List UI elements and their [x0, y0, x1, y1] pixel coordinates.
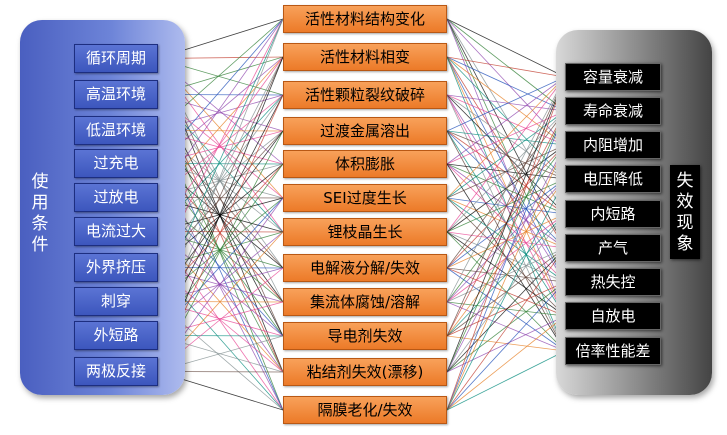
phenomenon-self-discharge: 自放电: [565, 302, 661, 330]
mechanism-phenomenon-link: [446, 247, 566, 373]
mechanism-phenomenon-link: [446, 144, 566, 233]
mechanism-phenomenon-link: [446, 18, 566, 249]
mechanism-phenomenon-link: [446, 76, 566, 132]
mechanism-phenomenon-link: [446, 247, 566, 337]
mechanism-metal-dissolution: 过渡金属溶出: [283, 117, 447, 145]
mechanism-phenomenon-link: [446, 56, 566, 317]
mechanism-phenomenon-link: [446, 231, 566, 317]
condition-overcharge: 过充电: [74, 149, 158, 178]
mechanism-phenomenon-link: [446, 315, 566, 373]
mechanism-phenomenon-link: [446, 76, 566, 199]
mechanism-phenomenon-link: [446, 56, 566, 112]
condition-crush: 外界挤压: [74, 253, 158, 282]
condition-overcurrent: 电流过大: [74, 217, 158, 246]
mechanism-phenomenon-link: [446, 130, 566, 215]
mechanism-phenomenon-link: [446, 213, 566, 373]
mechanism-phenomenon-link: [446, 18, 566, 112]
condition-high-temp: 高温环境: [74, 80, 158, 109]
phenomenon-thermal-runaway: 热失控: [565, 268, 661, 296]
mechanism-phenomenon-link: [446, 315, 566, 411]
phenomenon-internal-short: 内短路: [565, 200, 661, 228]
mechanism-phenomenon-link: [446, 110, 566, 411]
mechanism-dendrite-growth: 锂枝晶生长: [283, 218, 447, 246]
mechanism-phenomenon-link: [446, 213, 566, 337]
mechanism-phenomenon-link: [446, 76, 566, 165]
mechanism-phenomenon-link: [446, 18, 566, 78]
mechanism-structure-change: 活性材料结构变化: [283, 5, 447, 33]
mechanism-conductive-failure: 导电剂失效: [283, 322, 447, 350]
mechanism-phenomenon-link: [446, 110, 566, 373]
mechanism-phenomenon-link: [446, 18, 566, 146]
mechanism-phenomenon-link: [446, 281, 566, 337]
mechanism-phenomenon-link: [446, 178, 566, 233]
mechanism-phenomenon-link: [446, 76, 566, 411]
mechanism-phenomenon-link: [446, 76, 566, 337]
mechanism-sei-growth: SEI过度生长: [283, 184, 447, 212]
mechanism-phenomenon-link: [446, 281, 566, 411]
condition-overdischarge: 过放电: [74, 183, 158, 212]
mechanism-phenomenon-link: [446, 94, 566, 112]
condition-puncture: 刺穿: [74, 287, 158, 316]
mechanism-phenomenon-link: [446, 56, 566, 249]
mechanism-collector-corrosion: 集流体腐蚀/溶解: [283, 288, 447, 316]
mechanism-phenomenon-link: [446, 178, 566, 411]
mechanism-electrolyte-decomp: 电解液分解/失效: [283, 254, 447, 282]
mechanism-phenomenon-link: [446, 18, 566, 317]
mechanism-binder-failure: 粘结剂失效(漂移): [283, 358, 447, 386]
mechanism-phenomenon-link: [446, 178, 566, 303]
mechanism-phenomenon-link: [446, 18, 566, 283]
mechanism-phenomenon-link: [446, 110, 566, 233]
mechanism-phenomenon-link: [446, 335, 566, 352]
mechanism-phenomenon-link: [446, 18, 566, 215]
mechanism-phenomenon-link: [446, 56, 566, 283]
condition-external-short: 外短路: [74, 321, 158, 350]
mechanism-phenomenon-link: [446, 281, 566, 373]
phenomena-group-label: 失效现象: [670, 165, 700, 259]
condition-cycle-period: 循环周期: [74, 44, 158, 73]
phenomenon-resistance-rise: 内阻增加: [565, 131, 661, 159]
mechanism-phenomenon-link: [446, 144, 566, 411]
mechanism-separator-aging: 隔膜老化/失效: [283, 396, 447, 424]
mechanism-volume-expansion: 体积膨胀: [283, 150, 447, 178]
phenomenon-gassing: 产气: [565, 234, 661, 262]
conditions-group-label: 使用条件: [31, 172, 49, 255]
mechanism-phenomenon-link: [446, 178, 566, 337]
mechanism-phenomenon-link: [446, 56, 566, 78]
phenomenon-poor-rate: 倍率性能差: [565, 337, 661, 365]
mechanism-phenomenon-link: [446, 76, 566, 373]
mechanism-phenomenon-link: [446, 56, 566, 180]
condition-reverse-polarity: 两极反接: [74, 357, 158, 386]
mechanism-phenomenon-link: [446, 144, 566, 373]
mechanism-phenomenon-link: [446, 76, 566, 233]
mechanism-phenomenon-link: [446, 56, 566, 146]
mechanism-phenomenon-link: [446, 76, 566, 303]
phenomenon-voltage-drop: 电压降低: [565, 165, 661, 193]
phenomenon-life-fade: 寿命衰减: [565, 97, 661, 125]
mechanism-phase-change: 活性材料相变: [283, 43, 447, 71]
condition-low-temp: 低温环境: [74, 116, 158, 145]
mechanism-phenomenon-link: [446, 350, 566, 411]
mechanism-phenomenon-link: [446, 247, 566, 411]
mechanism-particle-crack: 活性颗粒裂纹破碎: [283, 81, 447, 109]
phenomenon-capacity-fade: 容量衰减: [565, 63, 661, 91]
